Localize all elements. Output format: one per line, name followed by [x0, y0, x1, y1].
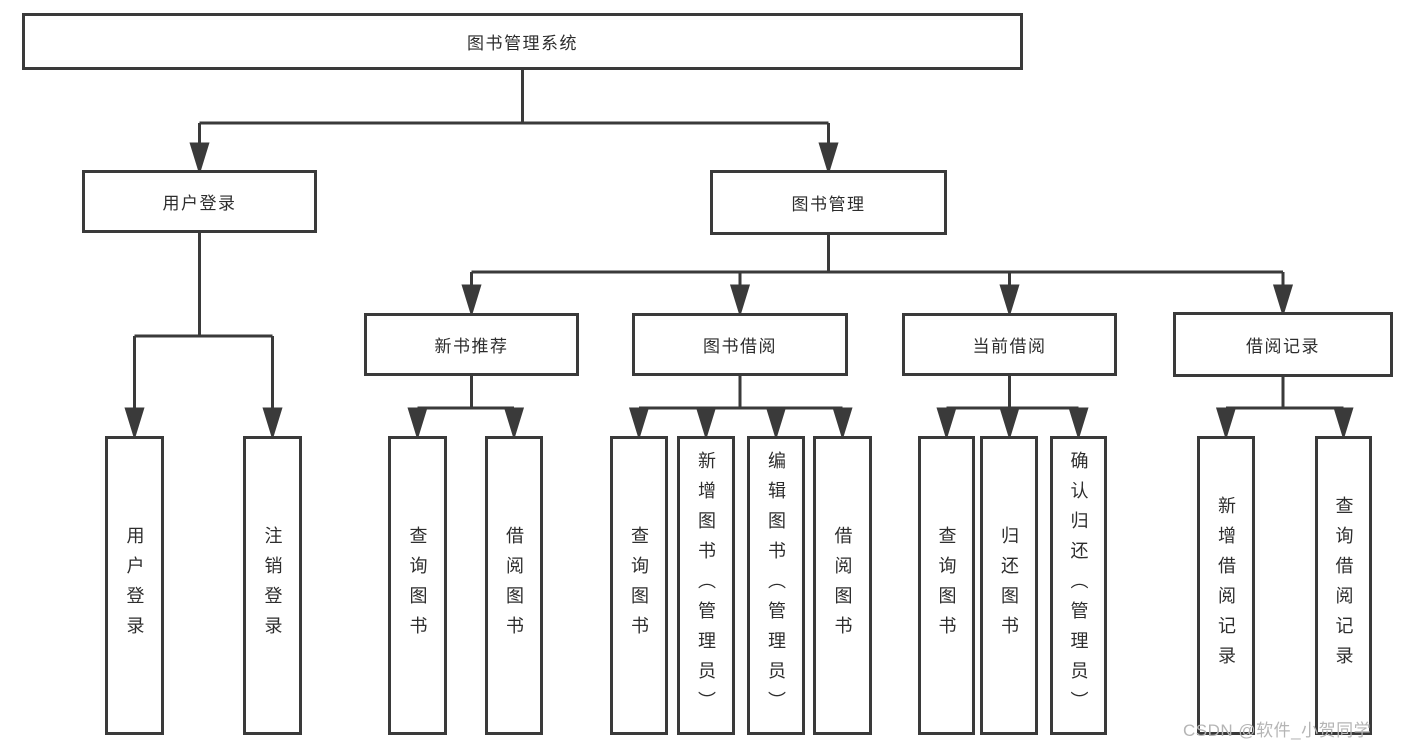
arrowhead-icon	[695, 407, 717, 441]
node-book-management: 图书管理	[710, 170, 947, 235]
leaf-return-book: 归还图书	[980, 436, 1038, 735]
arrowhead-icon	[461, 284, 482, 318]
node-book-borrow: 图书借阅	[632, 313, 848, 376]
arrowhead-icon	[407, 407, 428, 441]
leaf-confirm-return-admin-label: 确认归还（管理员）	[1068, 450, 1089, 721]
node-root-label: 图书管理系统	[467, 34, 578, 53]
arrowhead-icon	[729, 284, 751, 318]
arrowhead-icon	[765, 407, 787, 441]
arrowhead-icon	[1272, 284, 1294, 318]
leaf-add-book-admin: 新增图书（管理员）	[677, 436, 735, 735]
arrowhead-icon	[628, 407, 650, 441]
node-current-borrow: 当前借阅	[902, 313, 1117, 376]
arrowhead-icon	[1068, 407, 1089, 441]
connector-book-mgmt-children	[461, 234, 1294, 318]
arrowhead-icon	[832, 407, 853, 441]
leaf-borrow-books-recommend-label: 借阅图书	[504, 525, 524, 646]
arrowhead-icon	[1333, 407, 1354, 441]
arrowhead-icon	[262, 407, 283, 441]
arrowhead-icon	[189, 142, 210, 176]
node-borrow-records-label: 借阅记录	[1246, 337, 1320, 356]
connector-new-book-children	[407, 376, 525, 441]
arrowhead-icon	[818, 142, 839, 176]
leaf-add-book-admin-label: 新增图书（管理员）	[696, 450, 716, 721]
arrowhead-icon	[936, 407, 957, 441]
leaf-query-books-borrow: 查询图书	[610, 436, 668, 735]
leaf-logout-label: 注销登录	[262, 525, 283, 646]
leaf-edit-book-admin-label: 编辑图书（管理员）	[766, 450, 786, 721]
arrowhead-icon	[1215, 407, 1237, 441]
leaf-borrow-books: 借阅图书	[813, 436, 872, 735]
node-new-book-recommend: 新书推荐	[364, 313, 579, 376]
arrowhead-icon	[503, 407, 525, 441]
leaf-return-book-label: 归还图书	[999, 525, 1019, 646]
arrowhead-icon	[999, 284, 1020, 318]
node-book-management-label: 图书管理	[791, 195, 866, 214]
leaf-add-borrow-record: 新增借阅记录	[1197, 436, 1255, 735]
leaf-confirm-return-admin: 确认归还（管理员）	[1050, 436, 1107, 735]
leaf-borrow-books-label: 借阅图书	[832, 525, 853, 646]
arrowhead-icon	[124, 407, 145, 441]
leaf-query-books-current: 查询图书	[918, 436, 975, 735]
leaf-user-login-label: 用户登录	[124, 525, 145, 646]
leaf-user-login: 用户登录	[105, 436, 164, 735]
leaf-query-borrow-record: 查询借阅记录	[1315, 436, 1372, 735]
leaf-edit-book-admin: 编辑图书（管理员）	[747, 436, 805, 735]
node-current-borrow-label: 当前借阅	[972, 337, 1047, 356]
node-new-book-recommend-label: 新书推荐	[434, 337, 509, 356]
node-root: 图书管理系统	[22, 13, 1023, 70]
leaf-query-books-current-label: 查询图书	[936, 525, 957, 646]
connector-book-borrow-children	[628, 376, 853, 441]
connector-user-login-children	[124, 233, 283, 441]
connector-root-to-level2	[189, 69, 839, 176]
leaf-borrow-books-recommend: 借阅图书	[485, 436, 543, 735]
leaf-query-books-recommend-label: 查询图书	[407, 525, 428, 646]
node-user-login: 用户登录	[82, 170, 317, 233]
node-book-borrow-label: 图书借阅	[703, 337, 777, 356]
leaf-logout: 注销登录	[243, 436, 302, 735]
leaf-query-books-recommend: 查询图书	[388, 436, 447, 735]
node-user-login-label: 用户登录	[162, 194, 237, 213]
leaf-query-borrow-record-label: 查询借阅记录	[1333, 495, 1354, 676]
connector-current-borrow-children	[936, 376, 1089, 441]
connector-borrow-records-children	[1215, 377, 1354, 441]
csdn-watermark: CSDN @软件_小贺同学	[1183, 721, 1372, 740]
leaf-add-borrow-record-label: 新增借阅记录	[1216, 495, 1236, 676]
leaf-query-books-borrow-label: 查询图书	[629, 525, 649, 646]
arrowhead-icon	[999, 407, 1020, 441]
node-borrow-records: 借阅记录	[1173, 312, 1393, 377]
